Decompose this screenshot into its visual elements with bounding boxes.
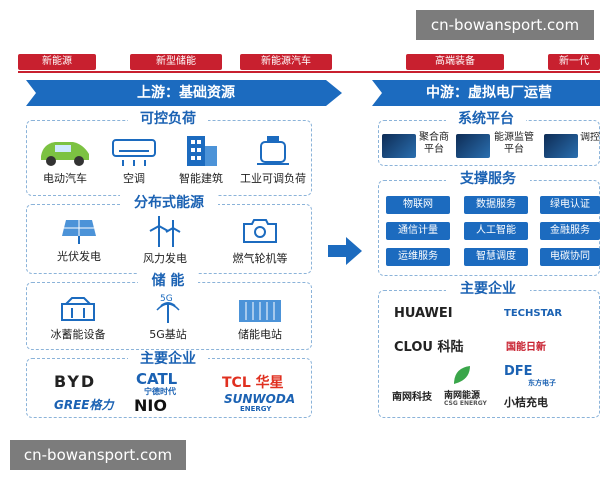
support-services-title: 支撑服务 <box>446 170 530 188</box>
item-storage-station: 储能电站 <box>222 294 298 342</box>
service-iot: 物联网 <box>386 196 450 214</box>
service-carbon: 电碳协同 <box>540 248 600 266</box>
controllable-load-title: 可控负荷 <box>128 110 208 128</box>
logo-huawei: HUAWEI <box>394 306 453 321</box>
service-ai: 人工智能 <box>464 222 528 240</box>
energy-monitor-platform: 能源监管平台 <box>494 132 534 155</box>
panel-upstream-companies <box>26 358 312 418</box>
midstream-banner-shape <box>372 80 600 106</box>
tag-equipment: 高端装备 <box>406 54 504 70</box>
logo-csg-energy: 南网能源 <box>444 391 481 401</box>
tag-new-energy: 新能源 <box>18 54 96 70</box>
item-gas-turbine: 燃气轮机等 <box>222 214 298 266</box>
logo-nio: NIO <box>134 396 167 415</box>
item-pv: 光伏发电 <box>44 216 114 264</box>
storage-container-icon <box>239 300 281 322</box>
wind-turbine-icon <box>149 216 181 247</box>
tag-new-storage: 新型储能 <box>130 54 222 70</box>
tag-line <box>18 71 600 73</box>
item-wind-label: 风力发电 <box>143 252 187 265</box>
storage-title: 储 能 <box>138 272 198 290</box>
logo-xiaoju: 小桔充电 <box>504 396 548 409</box>
service-dispatch: 智慧调度 <box>464 248 528 266</box>
upstream-companies-title: 主要企业 <box>128 350 208 368</box>
svg-text:5G: 5G <box>160 294 173 304</box>
midstream-banner: 中游：虚拟电厂运营 <box>426 85 552 101</box>
logo-techstar: TECHSTAR <box>504 308 563 319</box>
watermark-top: cn-bowansport.com <box>416 10 594 40</box>
item-5g-station: 5G 5G基站 <box>136 292 200 342</box>
logo-clou: CLOU 科陆 <box>394 340 464 355</box>
item-storage-station-label: 储能电站 <box>238 328 282 341</box>
aggregator-platform-thumbnail <box>382 134 416 158</box>
service-green-cert: 绿电认证 <box>540 196 600 214</box>
distributed-energy-title: 分布式能源 <box>120 194 218 212</box>
signal-tower-icon: 5G <box>156 294 180 323</box>
electric-car-icon <box>41 142 89 166</box>
service-data: 数据服务 <box>464 196 528 214</box>
engine-icon <box>243 219 277 243</box>
service-metering: 通信计量 <box>386 222 450 240</box>
air-conditioner-icon <box>112 139 156 166</box>
logo-byd: BYD <box>54 372 97 391</box>
tag-ev: 新能源汽车 <box>240 54 332 70</box>
item-smart-building: 智能建筑 <box>168 134 234 186</box>
logo-gree: GREE格力 <box>54 398 114 412</box>
item-ac: 空调 <box>106 136 162 186</box>
dispatch-platform: 调控 <box>580 132 600 143</box>
system-platform-title: 系统平台 <box>446 110 526 128</box>
logo-catl-cn: 宁德时代 <box>144 387 176 396</box>
watermark-bottom: cn-bowansport.com <box>10 440 186 470</box>
item-5g-station-label: 5G基站 <box>149 328 187 341</box>
upstream-banner: 上游：基础资源 <box>137 85 235 101</box>
item-industrial-load-label: 工业可调负荷 <box>240 172 306 185</box>
service-ops: 运维服务 <box>386 248 450 266</box>
logo-sunwoda: SUNWODA <box>224 392 296 406</box>
logo-dfe: DFE <box>504 364 533 379</box>
item-industrial-load: 工业可调负荷 <box>236 134 310 186</box>
logo-catl: CATL <box>136 370 178 388</box>
item-ice-storage: 冰蓄能设备 <box>36 294 120 342</box>
logo-tcl: TCL 华星 <box>222 375 284 391</box>
logo-sprixin: 国能日新 <box>506 342 546 353</box>
item-ev: 电动汽车 <box>32 132 98 186</box>
midstream-companies-title: 主要企业 <box>446 280 530 298</box>
item-ev-label: 电动汽车 <box>43 172 87 185</box>
logo-dfe-cn: 东方电子 <box>528 379 556 387</box>
aggregator-platform: 聚合商平台 <box>419 132 449 155</box>
item-ac-label: 空调 <box>123 172 145 185</box>
item-wind: 风力发电 <box>130 214 200 266</box>
logo-csg-tech: 南网科技 <box>392 392 432 403</box>
panel-midstream-companies <box>378 290 600 418</box>
upstream-banner-shape <box>26 80 342 106</box>
item-pv-label: 光伏发电 <box>57 250 101 263</box>
logo-csg-energy-en: CSG ENERGY <box>444 400 487 407</box>
tag-next-gen: 新一代 <box>548 54 600 70</box>
item-ice-storage-label: 冰蓄能设备 <box>50 328 106 341</box>
item-smart-building-label: 智能建筑 <box>179 172 223 185</box>
energy-monitor-thumbnail <box>456 134 490 158</box>
item-gas-turbine-label: 燃气轮机等 <box>232 252 288 265</box>
ice-storage-icon <box>61 297 95 321</box>
csg-energy-leaf-icon <box>454 366 470 384</box>
service-finance: 金融服务 <box>540 222 600 240</box>
industrial-tank-icon <box>257 136 289 165</box>
building-icon <box>187 136 217 166</box>
flow-arrow-icon <box>328 237 362 265</box>
solar-panel-icon <box>62 220 96 244</box>
dispatch-thumbnail <box>544 134 578 158</box>
logo-sunwoda-energy: ENERGY <box>240 405 272 413</box>
